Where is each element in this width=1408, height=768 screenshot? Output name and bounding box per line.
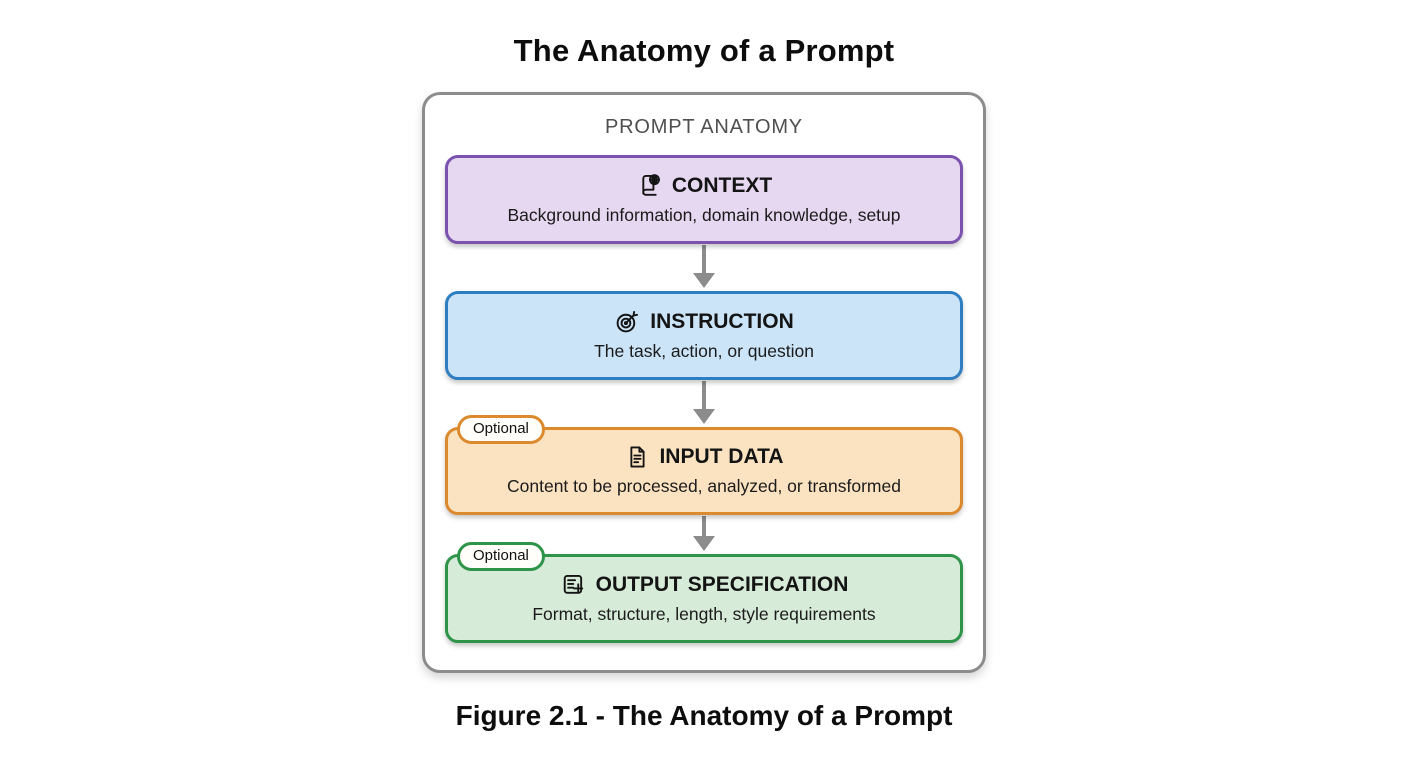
section-output-specification-title-row: OUTPUT SPECIFICATION (456, 571, 952, 598)
form-plus-icon (560, 571, 587, 598)
target-dart-icon (614, 308, 641, 335)
section-output-specification: Optional OUTPUT SPECIFICATION Format, st… (445, 542, 963, 643)
prompt-anatomy-frame: PROMPT ANATOMY CONTEXT Background inform… (422, 92, 986, 673)
arrow-shaft (702, 516, 706, 536)
arrow-down-icon (445, 515, 963, 554)
document-icon (624, 444, 650, 470)
arrow-head (693, 536, 715, 551)
section-subtitle: Content to be processed, analyzed, or tr… (507, 476, 901, 496)
section-instruction: INSTRUCTION The task, action, or questio… (445, 291, 963, 380)
section-title: CONTEXT (671, 173, 773, 197)
arrow-down-icon (445, 244, 963, 291)
section-title: INPUT DATA (659, 445, 784, 468)
page-title: The Anatomy of a Prompt (513, 33, 895, 68)
section-title: OUTPUT SPECIFICATION (595, 572, 849, 596)
arrow-shaft (702, 381, 706, 409)
section-title: INSTRUCTION (650, 309, 794, 333)
section-context: CONTEXT Background information, domain k… (445, 155, 963, 244)
section-instruction-title-row: INSTRUCTION (456, 308, 952, 335)
section-subtitle: Format, structure, length, style require… (532, 604, 876, 624)
section-subtitle: Background information, domain knowledge… (507, 205, 901, 225)
book-globe-icon (636, 172, 663, 199)
arrow-down-icon (445, 380, 963, 427)
optional-badge: Optional (457, 542, 545, 571)
section-subtitle: The task, action, or question (594, 341, 814, 361)
arrow-head (693, 409, 715, 424)
section-context-title-row: CONTEXT (456, 172, 952, 199)
arrow-head (693, 273, 715, 288)
frame-header: PROMPT ANATOMY (605, 116, 803, 138)
section-input-data-title-row: INPUT DATA (456, 444, 952, 470)
figure-caption: Figure 2.1 - The Anatomy of a Prompt (455, 700, 953, 731)
section-input-data: Optional INPUT DATA Content to be proces… (445, 415, 963, 515)
optional-badge: Optional (457, 415, 545, 444)
arrow-shaft (702, 245, 706, 273)
